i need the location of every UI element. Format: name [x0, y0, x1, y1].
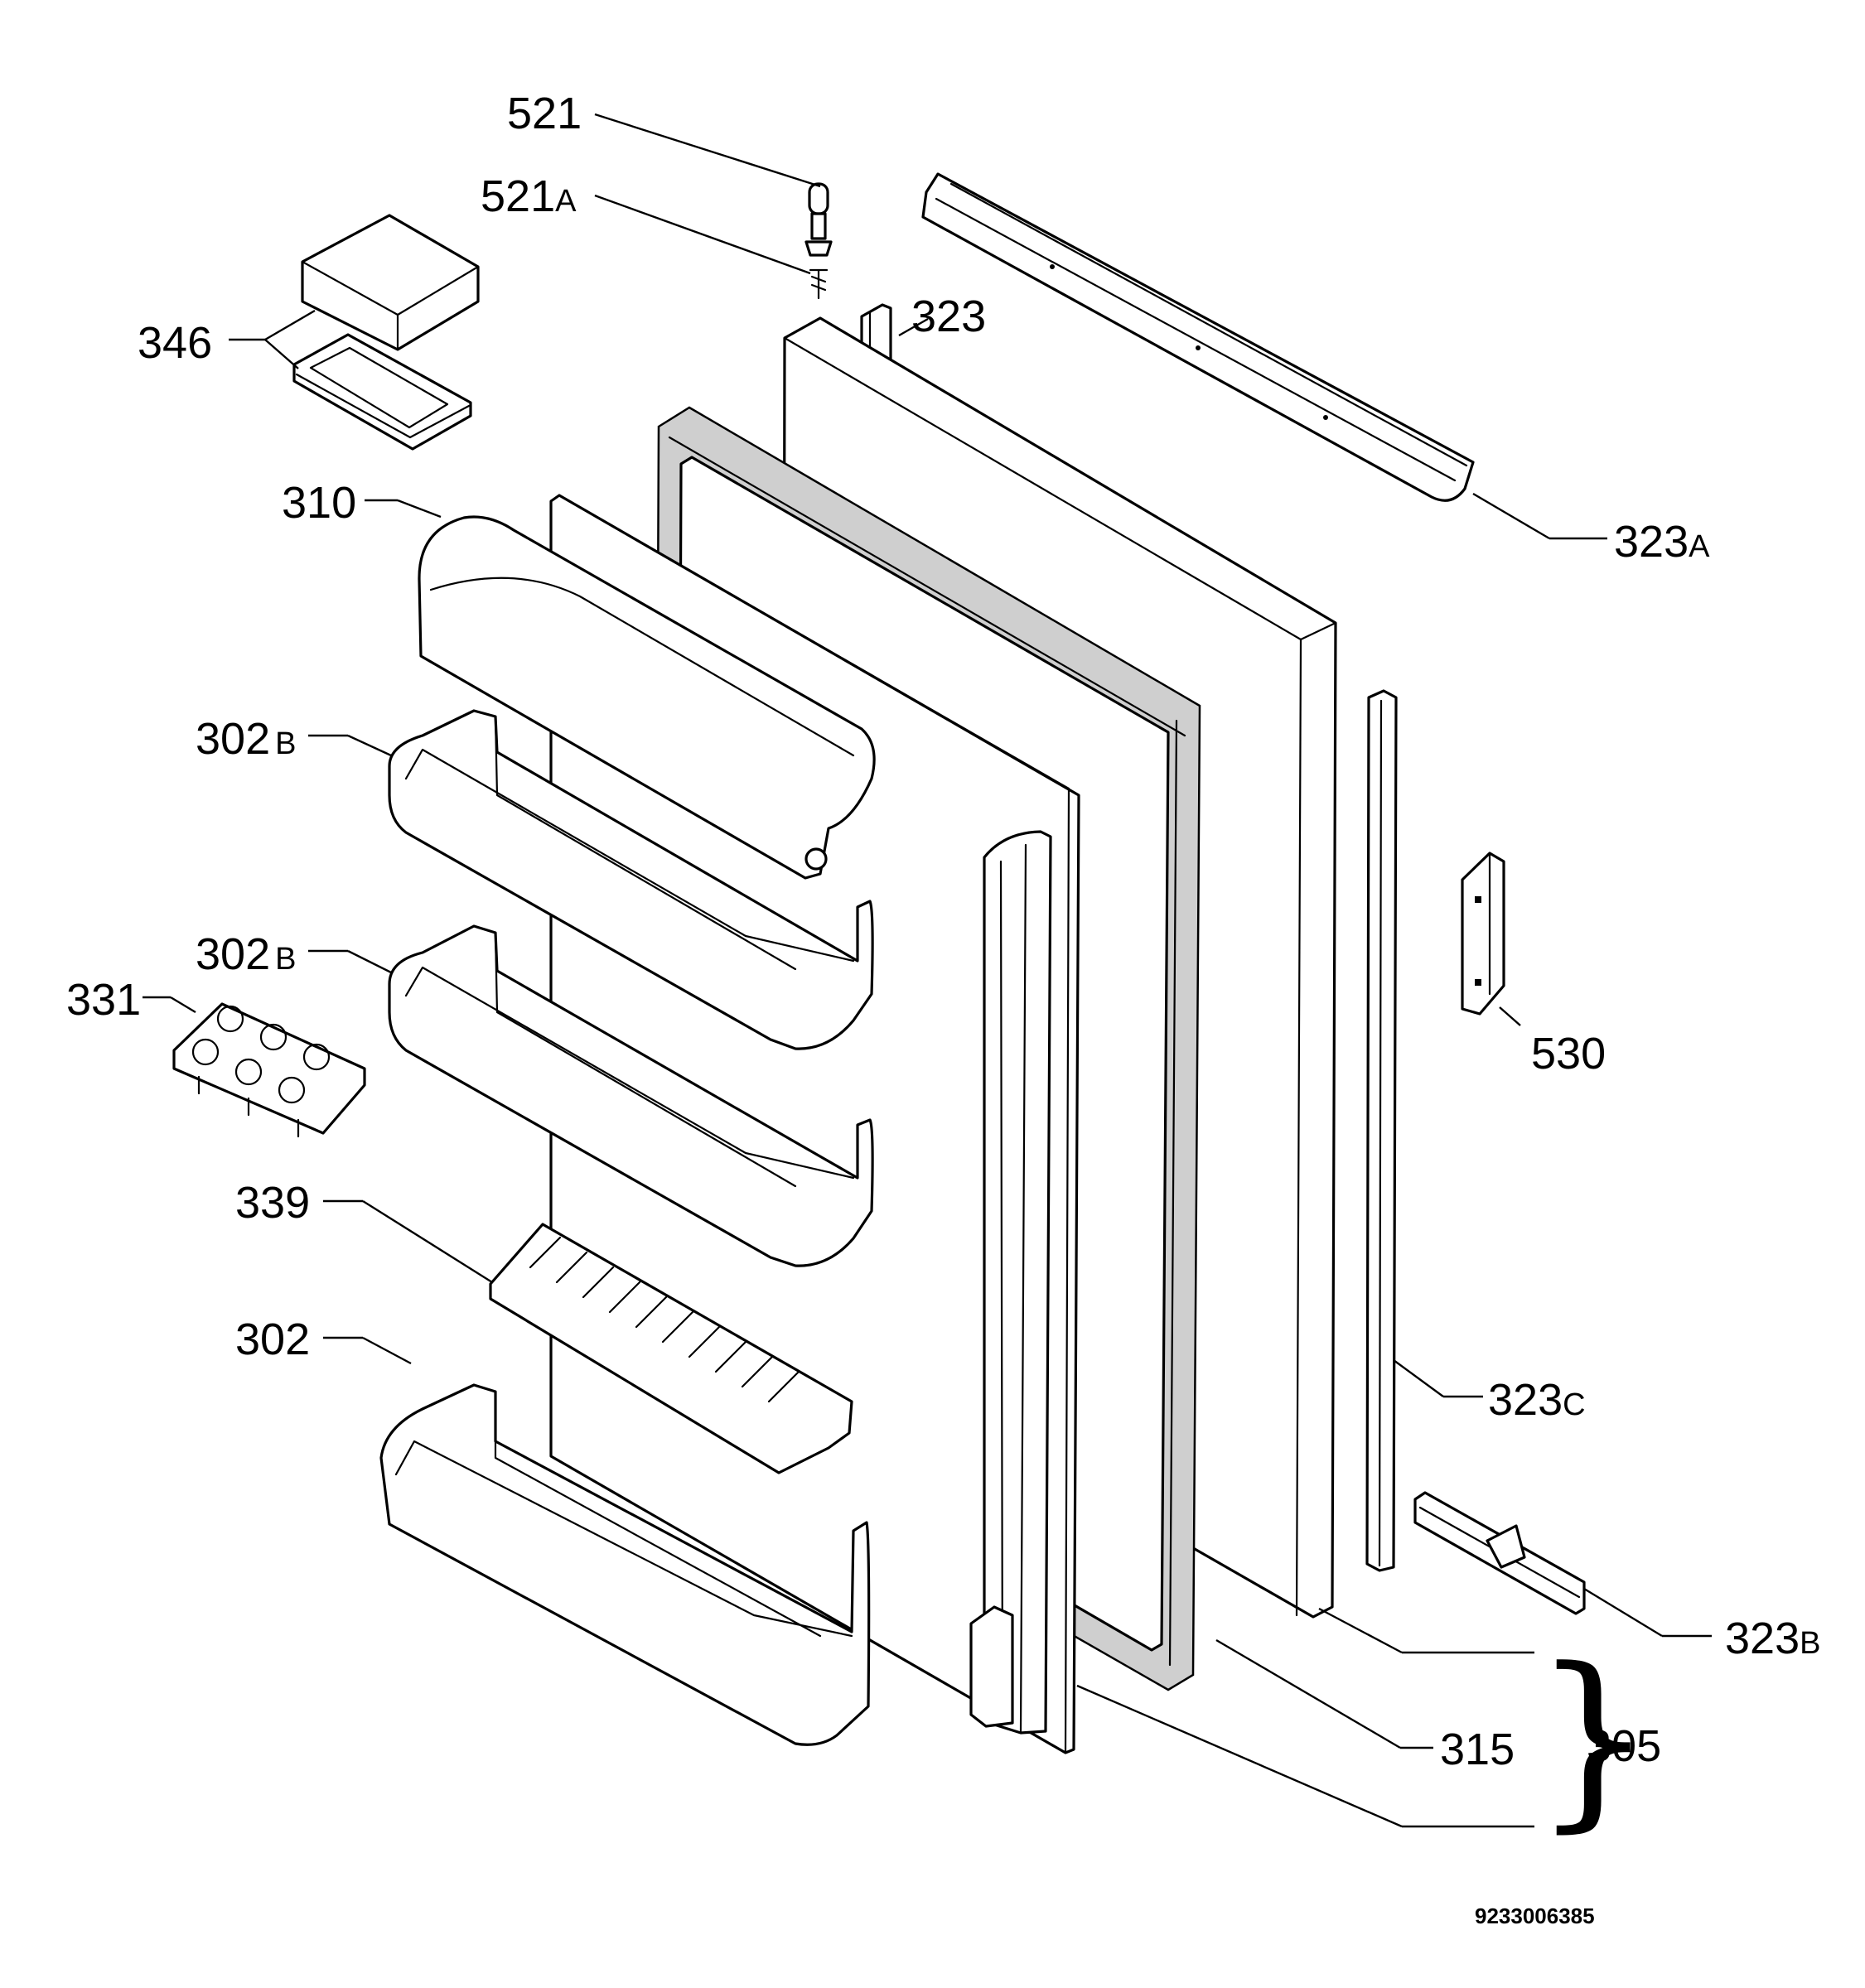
- vertical-strip-part: [1365, 689, 1398, 1572]
- label-323: 323: [911, 292, 986, 341]
- label-339: 339: [235, 1178, 310, 1228]
- door-shelf-lower-part: [388, 924, 874, 1267]
- label-323c: 323C: [1488, 1375, 1586, 1425]
- leader-lines: [143, 113, 1712, 1828]
- label-521a: 521A: [481, 171, 577, 221]
- label-323a: 323A: [1614, 517, 1710, 567]
- dairy-box-part: [292, 214, 480, 451]
- inner-door-liner-part: [549, 494, 1080, 1754]
- label-346: 346: [138, 318, 212, 368]
- door-shelf-upper-part: [388, 709, 874, 1050]
- bottle-rack-part: [489, 1223, 853, 1474]
- egg-tray-part: [172, 1002, 366, 1138]
- dairy-flap-part: [418, 515, 876, 880]
- top-hinge-rail-part: [921, 172, 1475, 502]
- label-305: 305: [1587, 1721, 1661, 1771]
- drawing-reference-number: 9233006385: [1475, 1904, 1595, 1928]
- bottom-hinge-rail-part: [1413, 1491, 1586, 1615]
- bottle-shelf-part: [379, 1383, 871, 1746]
- label-521: 521: [507, 89, 582, 138]
- label-302: 302: [235, 1315, 310, 1364]
- label-310: 310: [282, 478, 356, 528]
- label-323b: 323B: [1725, 1614, 1820, 1663]
- label-530: 530: [1531, 1029, 1606, 1078]
- hinge-pin-part: [804, 182, 833, 300]
- label-331: 331: [66, 975, 141, 1025]
- group-brace: }: [1533, 1629, 1654, 1850]
- label-315: 315: [1440, 1725, 1515, 1774]
- door-bracket-part: [1461, 852, 1505, 1016]
